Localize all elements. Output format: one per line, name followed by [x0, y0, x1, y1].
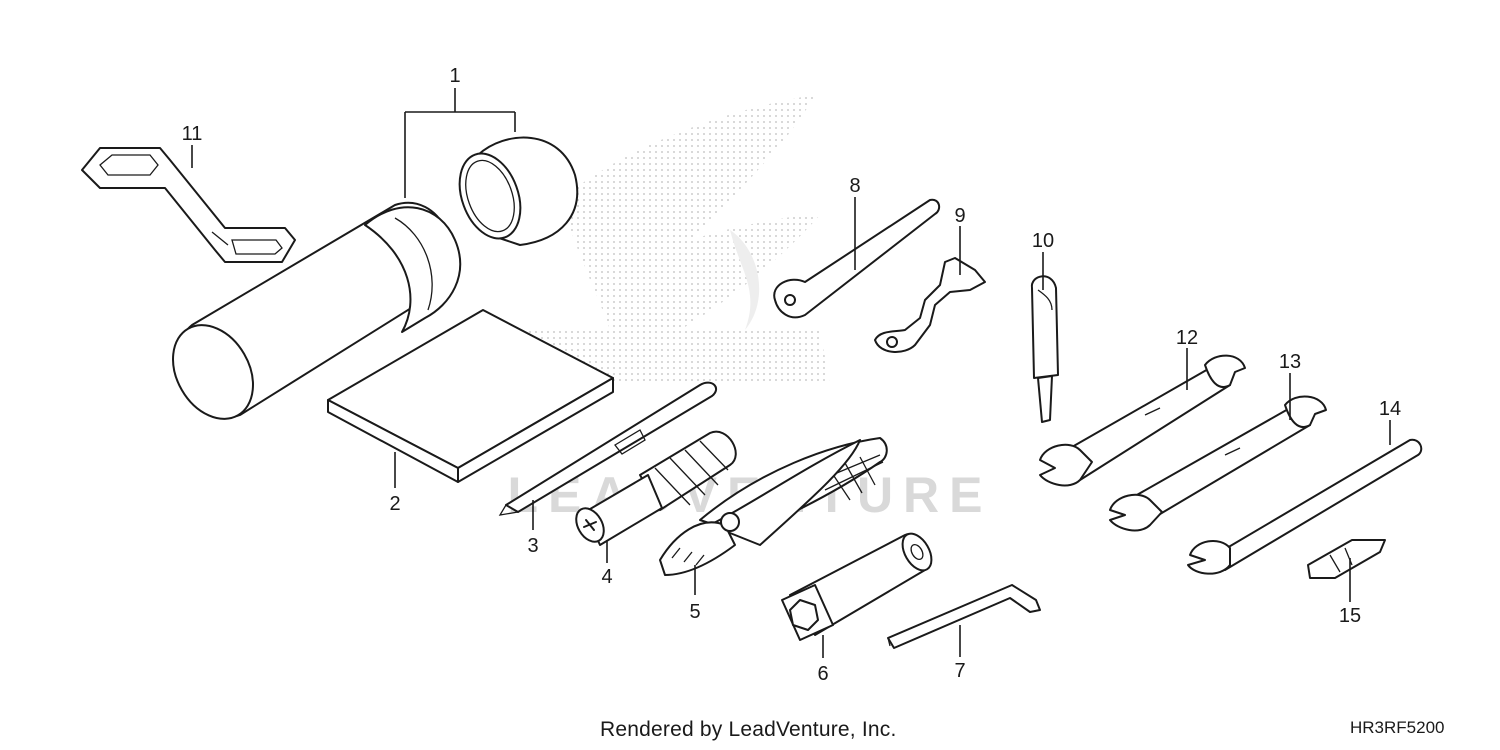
callout-10[interactable]: 10: [1032, 230, 1054, 252]
callout-7[interactable]: 7: [954, 660, 965, 682]
callout-11[interactable]: 11: [182, 123, 203, 145]
screwdriver-bit-part-3: [498, 381, 718, 516]
hook-wrench-part-9: [874, 257, 986, 353]
callout-6[interactable]: 6: [817, 663, 828, 685]
screwdriver-handle-part-4: [575, 430, 737, 546]
callout-4[interactable]: 4: [601, 566, 612, 588]
open-end-wrench-part-13: [1109, 395, 1327, 532]
pliers-part-5: [659, 437, 888, 576]
callout-labels: 1 2 3 4 5 6 7 8 9 10 11 12 13 14 15: [182, 65, 1402, 685]
hex-key-part-7: [887, 584, 1041, 649]
socket-wrench-part-6: [781, 532, 933, 641]
strap-part-11: [81, 147, 296, 263]
fuse-puller-part-15: [1307, 539, 1386, 579]
callout-5[interactable]: 5: [689, 601, 700, 623]
open-end-wrench-part-12: [1039, 354, 1246, 487]
callout-13[interactable]: 13: [1279, 351, 1301, 373]
tube-cap-part-1: [458, 136, 579, 246]
leader-lines: [191, 88, 1391, 658]
diagram-code: HR3RF5200: [1350, 718, 1445, 737]
manual-part-2: [327, 309, 614, 483]
callout-2[interactable]: 2: [389, 493, 400, 515]
callout-12[interactable]: 12: [1176, 327, 1198, 349]
long-wrench-part-14: [1187, 438, 1423, 575]
callout-8[interactable]: 8: [849, 175, 860, 197]
callout-9[interactable]: 9: [954, 205, 965, 227]
pin-spanner-part-8: [773, 198, 941, 319]
screwdriver-part-10: [1030, 275, 1059, 423]
callout-15[interactable]: 15: [1339, 605, 1361, 627]
rendered-by-credit: Rendered by LeadVenture, Inc.: [600, 718, 897, 741]
callout-1[interactable]: 1: [449, 65, 460, 87]
callout-14[interactable]: 14: [1379, 398, 1401, 420]
callout-3[interactable]: 3: [527, 535, 538, 557]
tool-case-part-1: [172, 201, 462, 420]
